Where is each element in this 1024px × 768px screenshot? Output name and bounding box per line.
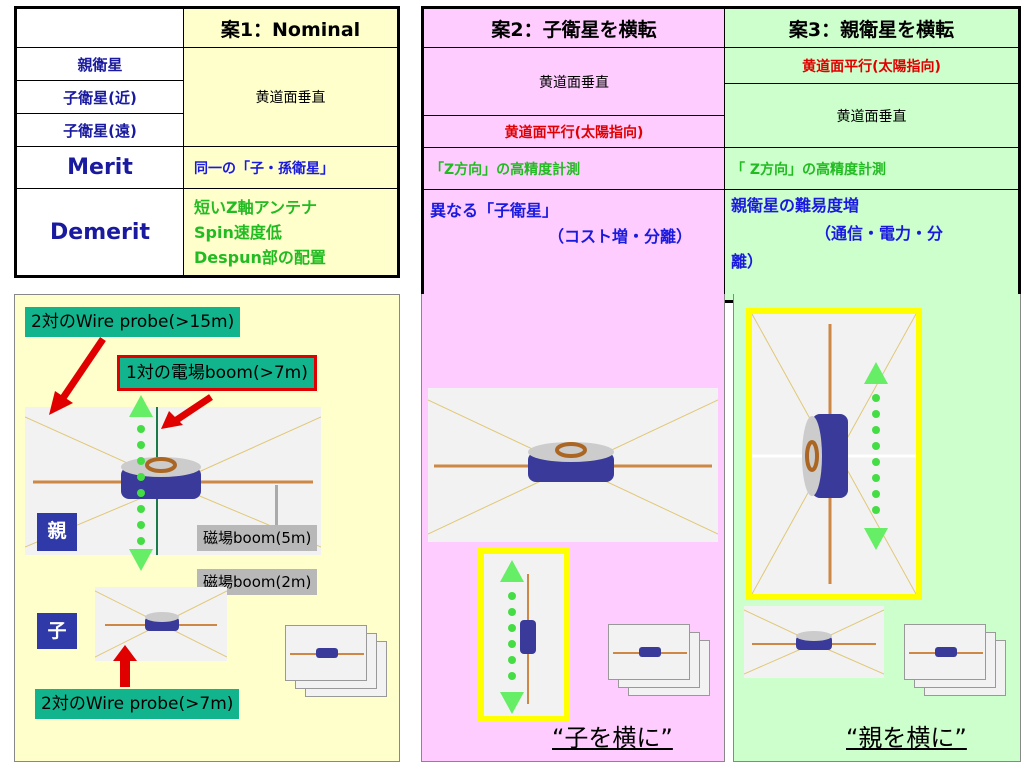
case3-demerit-line-2: （通信・電力・分	[815, 224, 944, 243]
panel-case3: “親を横に”	[733, 294, 1021, 762]
merit-value: 同一の「子・孫衛星」	[183, 146, 399, 189]
panel-case2: “子を横に”	[421, 294, 725, 762]
child-tilted-drawing	[500, 560, 536, 714]
highlight-parent-tilted	[746, 308, 922, 600]
case2-header: 案2：子衛星を横転	[422, 7, 725, 48]
orientation-cell: 黄道面垂直	[183, 47, 399, 147]
merit-label: Merit	[15, 146, 184, 189]
demerit-label: Demerit	[15, 188, 184, 277]
case2-demerit-line-2: （コスト増・分離）	[548, 227, 693, 246]
panel-case1: 2対のWire probe(>15m) 1対の電場boom(>7m) 親 磁場b…	[14, 294, 400, 762]
child-stack-front-case3	[904, 624, 986, 680]
spin-axis-arrow	[129, 395, 153, 571]
child-stack-drawing-case2	[613, 647, 687, 657]
parent-satellite-drawing-case2	[427, 399, 719, 535]
red-arrow-wire-probe	[49, 337, 106, 415]
row-label-parent: 親衛星	[15, 47, 184, 81]
demerit-value: 短いZ軸アンテナ Spin速度低 Despun部の配置	[183, 188, 399, 277]
label-wire-probe-parent: 2対のWire probe(>15m)	[25, 307, 241, 337]
label-efield-boom: 1対の電場boom(>7m)	[117, 355, 317, 391]
parent-satellite-image-case2	[427, 388, 719, 542]
case3-demerit-line-3: 離）	[731, 252, 764, 271]
red-arrow-efield-boom	[161, 394, 213, 429]
child-tag: 子	[37, 613, 77, 649]
case2-merit: 「Z方向」の高精度計測	[422, 147, 725, 190]
child-stack-front	[285, 625, 367, 681]
row-label-child-near: 子衛星(近)	[15, 80, 184, 114]
table1-corner	[15, 7, 184, 48]
case2-parent-orientation: 黄道面垂直	[422, 47, 725, 116]
label-mag-boom-5m: 磁場boom(5m)	[197, 525, 318, 551]
caption-case3: “親を横に”	[846, 724, 967, 752]
demerit-line-2: Spin速度低	[194, 222, 282, 242]
child-satellite-drawing-case3	[743, 609, 885, 675]
parent-tilted-drawing	[751, 313, 917, 595]
highlight-child-tilted	[478, 548, 570, 722]
child-stack-drawing-case3	[909, 647, 983, 657]
table-case2-case3: 案2：子衛星を横転 案3：親衛星を横転 黄道面垂直 黄道面平行(太陽指向) 黄道…	[421, 6, 1021, 303]
child-satellite-image	[94, 587, 228, 661]
child-satellite-image-case3	[743, 606, 885, 678]
red-arrow-child	[113, 645, 137, 687]
case2-child-orientation: 黄道面平行(太陽指向)	[422, 115, 725, 148]
case3-demerit: 親衛星の難易度増 （通信・電力・分 離）	[724, 189, 1020, 302]
label-wire-probe-child: 2対のWire probe(>7m)	[35, 689, 240, 719]
case3-merit: 「 Z方向」の高精度計測	[724, 147, 1020, 190]
case2-demerit-line-1: 異なる「子衛星」	[430, 201, 559, 220]
table1-header: 案1：Nominal	[183, 7, 399, 48]
parent-tag: 親	[37, 513, 77, 551]
caption-case2: “子を横に”	[552, 724, 673, 752]
row-label-child-far: 子衛星(遠)	[15, 113, 184, 147]
demerit-line-1: 短いZ軸アンテナ	[194, 197, 317, 217]
demerit-line-3: Despun部の配置	[194, 247, 326, 267]
case3-header: 案3：親衛星を横転	[724, 7, 1020, 48]
case3-child-orientation: 黄道面垂直	[724, 83, 1020, 148]
child-satellite-drawing	[94, 590, 228, 658]
case3-parent-orientation: 黄道面平行(太陽指向)	[724, 47, 1020, 84]
table-case1: 案1：Nominal 親衛星 黄道面垂直 子衛星(近) 子衛星(遠) Merit…	[14, 6, 400, 278]
case3-demerit-line-1: 親衛星の難易度増	[731, 196, 860, 215]
child-stack-drawing	[290, 648, 364, 658]
child-stack-front-case2	[608, 624, 690, 680]
case2-demerit: 異なる「子衛星」 （コスト増・分離）	[422, 189, 725, 302]
